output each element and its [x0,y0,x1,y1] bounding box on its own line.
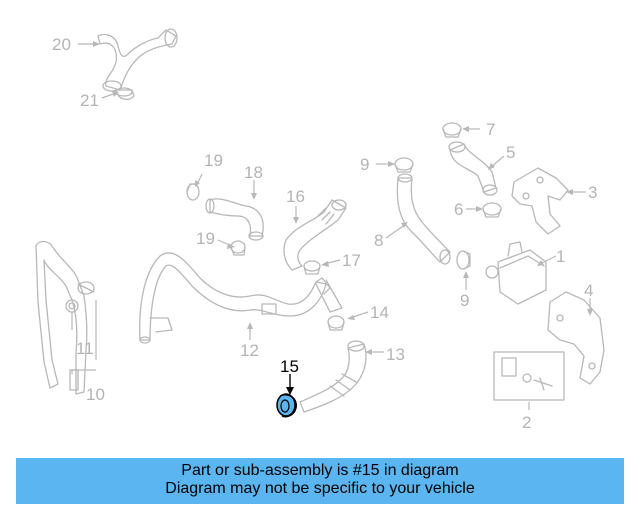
banner-line-1: Part or sub-assembly is #15 in diagram [181,462,459,479]
part-9-clamp-lower[interactable] [456,250,471,270]
parts-diagram: 20 21 7 5 9 3 6 19 18 16 19 17 8 1 9 4 1… [35,28,605,432]
info-banner: Part or sub-assembly is #15 in diagram D… [16,458,624,504]
callout-2: 2 [522,413,531,432]
part-3-bracket[interactable] [511,167,569,235]
callout-5: 5 [506,143,515,162]
part-13-hose[interactable] [299,340,367,413]
callout-20: 20 [52,35,71,54]
callout-4: 4 [584,281,593,300]
callout-9-lower: 9 [460,291,469,310]
callout-1: 1 [556,247,565,266]
part-9-clamp-upper[interactable] [394,157,414,173]
part-2-kit[interactable] [493,351,565,401]
callout-8: 8 [374,231,383,250]
callout-7: 7 [486,120,495,139]
part-8-hose[interactable] [396,173,451,265]
callout-19-upper: 19 [204,151,223,170]
callout-16: 16 [286,187,305,206]
part-7-clamp[interactable] [442,122,462,138]
part-20-hose[interactable] [97,28,178,92]
callout-15: 15 [280,357,299,376]
callout-18: 18 [244,163,263,182]
callout-11: 11 [76,339,94,358]
part-12-hose[interactable] [139,252,343,344]
part-21-clamp[interactable] [115,87,135,101]
callout-3: 3 [588,183,597,202]
part-19-clamp-lower[interactable] [230,240,246,256]
callout-14: 14 [370,303,389,322]
part-1-valve[interactable] [485,241,547,305]
part-19-clamp-upper[interactable] [186,183,200,201]
callout-10: 10 [86,385,105,404]
part-16-hose[interactable] [283,199,347,271]
part-5-hose[interactable] [448,141,498,196]
callout-13: 13 [386,345,405,364]
callout-9-upper: 9 [360,155,369,174]
part-10-pipe[interactable] [35,240,95,395]
part-6-clamp[interactable] [482,202,502,218]
callout-6: 6 [454,200,463,219]
part-18-hose[interactable] [205,198,264,241]
callout-21: 21 [80,91,99,110]
callout-12: 12 [240,341,259,360]
part-17-clamp[interactable] [303,260,321,275]
part-15-clamp-highlighted[interactable] [276,393,297,418]
part-14-clamp[interactable] [327,315,345,331]
callout-17: 17 [342,251,361,270]
banner-line-2: Diagram may not be specific to your vehi… [165,480,475,497]
part-4-bracket[interactable] [547,291,605,385]
callout-19-lower: 19 [196,229,215,248]
